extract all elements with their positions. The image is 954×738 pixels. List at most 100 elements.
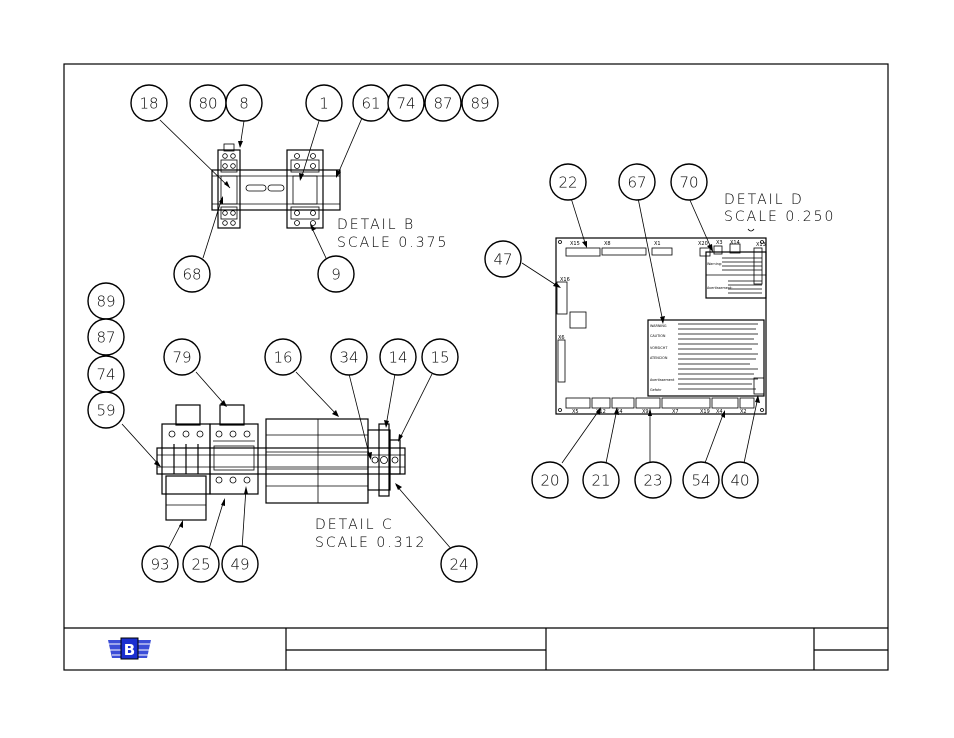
- balloon-number: 25: [191, 556, 210, 574]
- balloon-number: 49: [230, 556, 249, 574]
- balloon-8: 8: [225, 84, 263, 122]
- connector-label: X2: [740, 409, 747, 415]
- balloon-40: 40: [721, 461, 759, 499]
- balloon-number: 89: [470, 95, 489, 113]
- sheet-border: [63, 63, 889, 671]
- balloon-number: 8: [239, 95, 249, 113]
- balloon-number: 14: [388, 349, 407, 367]
- balloon-79: 79: [163, 338, 201, 376]
- balloon-1: 1: [305, 84, 343, 122]
- balloon-15: 15: [421, 338, 459, 376]
- balloon-61: 61: [352, 84, 390, 122]
- balloon-9: 9: [317, 255, 355, 293]
- balloon-number: 54: [691, 472, 710, 490]
- connector-label: X1: [654, 241, 661, 247]
- detail-b-drawing: [159, 117, 363, 259]
- balloon-87: 87: [87, 318, 125, 356]
- detail-c-scale: SCALE 0.312: [315, 535, 426, 551]
- balloon-number: 22: [558, 174, 577, 192]
- balloon-number: 68: [182, 266, 201, 284]
- balloon-number: 1: [319, 95, 329, 113]
- balloon-54: 54: [682, 461, 720, 499]
- balloon-number: 34: [339, 349, 358, 367]
- detail-c-title: DETAIL C: [315, 517, 394, 533]
- balloon-number: 80: [198, 95, 217, 113]
- warning-heading: Warning:: [707, 262, 722, 266]
- balloon-80: 80: [189, 84, 227, 122]
- balloon-number: 16: [273, 349, 292, 367]
- connector-label: X13: [756, 242, 766, 248]
- warning-heading: ATENCION: [650, 356, 668, 360]
- balloon-18: 18: [130, 84, 168, 122]
- balloon-21: 21: [582, 461, 620, 499]
- balloon-70: 70: [670, 163, 708, 201]
- balloon-20: 20: [531, 461, 569, 499]
- balloon-number: 59: [96, 402, 115, 420]
- balloon-14: 14: [379, 338, 417, 376]
- balloon-number: 87: [433, 95, 452, 113]
- warning-heading: WARNING: [650, 324, 667, 328]
- detail-d-drawing: [521, 197, 767, 464]
- connector-label: X15: [570, 241, 580, 247]
- balloon-number: 67: [627, 174, 646, 192]
- balloon-16: 16: [264, 338, 302, 376]
- balloon-34: 34: [330, 338, 368, 376]
- title-block: B: [108, 628, 888, 670]
- detail-b-scale: SCALE 0.375: [337, 235, 448, 251]
- balloon-number: 9: [331, 266, 341, 284]
- connector-label: X8: [604, 241, 611, 247]
- balloon-number: 93: [150, 556, 169, 574]
- connector-label: X5: [572, 409, 579, 415]
- detail-b-title: DETAIL B: [337, 217, 415, 233]
- balloon-89: 89: [87, 282, 125, 320]
- detail-d-title: DETAIL D: [724, 192, 804, 208]
- balloon-number: 74: [96, 366, 115, 384]
- connector-label: X6: [558, 335, 565, 341]
- balloon-49: 49: [221, 545, 259, 583]
- balloon-89: 89: [461, 84, 499, 122]
- connector-label: X7: [672, 409, 679, 415]
- balloon-number: 74: [396, 95, 415, 113]
- balloon-number: 24: [449, 556, 468, 574]
- balloon-25: 25: [182, 545, 220, 583]
- detail-d-scale: SCALE 0.250: [724, 209, 835, 225]
- balloon-number: 15: [430, 349, 449, 367]
- warning-heading: Gefahr: [650, 388, 662, 392]
- balloon-74: 74: [87, 355, 125, 393]
- connector-label: X19: [700, 409, 710, 415]
- warning-heading: CAUTION: [650, 334, 666, 338]
- company-logo-icon: B: [108, 637, 151, 660]
- balloon-87: 87: [424, 84, 462, 122]
- balloon-number: 40: [730, 472, 749, 490]
- warning-heading: Avertissement: [650, 378, 675, 382]
- balloon-number: 47: [493, 251, 512, 269]
- connector-label: X20: [698, 241, 708, 247]
- connector-label: X9: [642, 409, 649, 415]
- connector-label: X4: [616, 409, 623, 415]
- balloon-number: 18: [139, 95, 158, 113]
- warning-heading: VORSICHT: [650, 346, 668, 350]
- balloon-number: 87: [96, 329, 115, 347]
- connector-label: X16: [560, 277, 570, 283]
- balloon-23: 23: [634, 461, 672, 499]
- balloon-number: 61: [361, 95, 380, 113]
- balloon-callouts: 18 80 8 1 61 74 87 89 68 9 89 87 74 59 79 16 34 14 15 93 25 4…: [87, 84, 759, 583]
- balloon-number: 20: [540, 472, 559, 490]
- warning-heading: Avertissement:: [707, 286, 733, 290]
- warning-label-text: Warning: Avertissement: WARNING CAUTION VORS…: [650, 262, 733, 392]
- balloon-22: 22: [549, 163, 587, 201]
- connector-label: X12: [596, 409, 606, 415]
- balloon-number: 70: [679, 174, 698, 192]
- svg-text:B: B: [124, 641, 135, 659]
- balloon-67: 67: [618, 163, 656, 201]
- balloon-93: 93: [141, 545, 179, 583]
- balloon-68: 68: [173, 255, 211, 293]
- connector-label: X3: [716, 240, 723, 246]
- connector-label: X4: [716, 409, 723, 415]
- balloon-59: 59: [87, 391, 125, 429]
- balloon-number: 89: [96, 293, 115, 311]
- connector-label: X14: [730, 240, 740, 246]
- balloon-24: 24: [440, 545, 478, 583]
